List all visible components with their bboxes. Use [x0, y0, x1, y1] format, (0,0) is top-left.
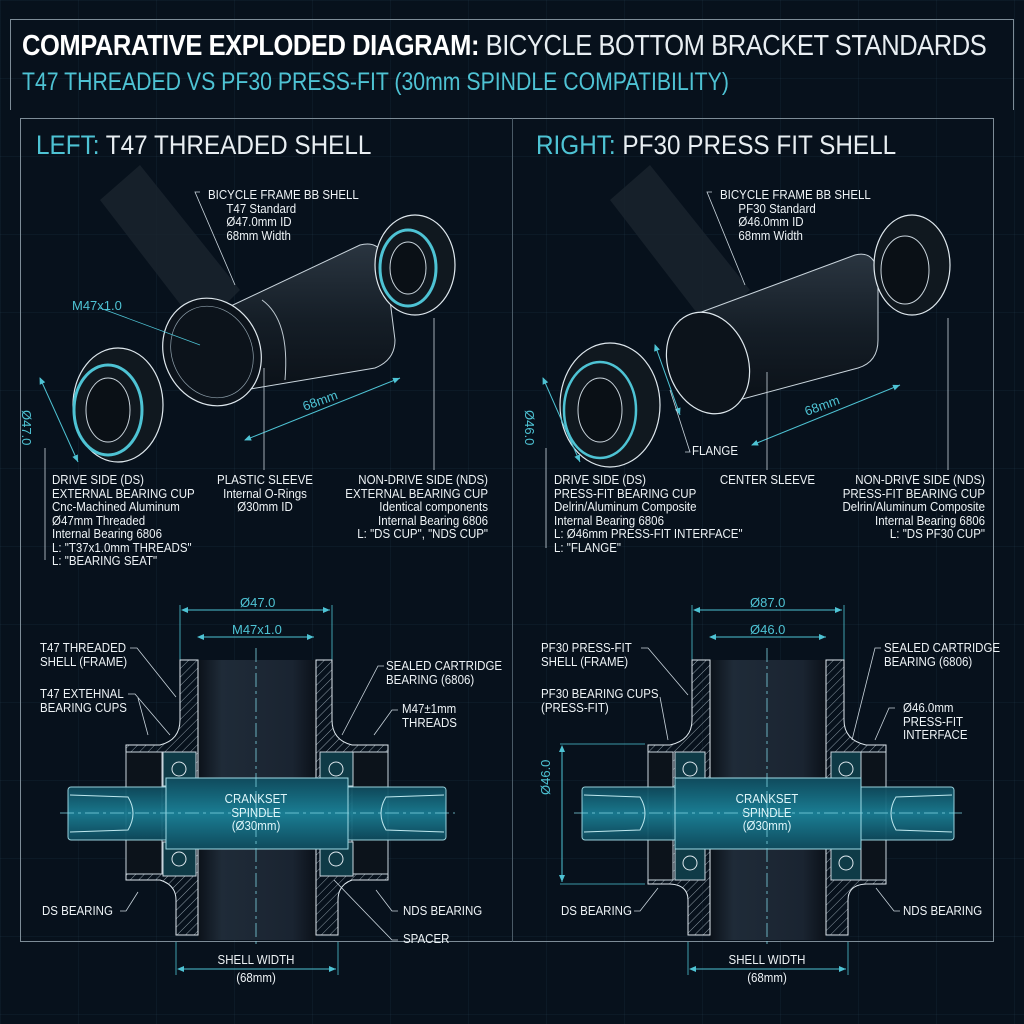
- right-flange-label: FLANGE: [692, 444, 739, 458]
- left-panel-frame: [20, 118, 513, 942]
- left-shell-label: BICYCLE FRAME BB SHELL T47 Standard Ø47.…: [208, 188, 359, 243]
- left-nds-bearing-label: NDS BEARING: [403, 904, 483, 918]
- right-nds-bearing-label: NDS BEARING: [903, 904, 983, 918]
- right-section-title: RIGHT: PF30 PRESS FIT SHELL: [536, 130, 897, 160]
- right-sleeve-label: CENTER SLEEVE: [719, 473, 816, 487]
- right-cups-callout: PF30 BEARING CUPS(PRESS-FIT): [541, 687, 659, 715]
- right-diameter-dim: Ø46.0: [522, 410, 537, 446]
- right-ds-cup-label: DRIVE SIDE (DS)PRESS-FIT BEARING CUP Del…: [554, 473, 743, 555]
- left-cross-section: [60, 605, 455, 975]
- left-inner-dim: M47x1.0: [232, 622, 282, 637]
- right-width-label: SHELL WIDTH(68mm): [728, 953, 806, 985]
- left-outer-dim: Ø47.0: [240, 595, 276, 610]
- title-frame: [10, 19, 1014, 110]
- right-inner-dim: Ø46.0: [750, 622, 786, 637]
- page-title: COMPARATIVE EXPLODED DIAGRAM: BICYCLE BO…: [22, 30, 987, 62]
- right-height-dim: Ø46.0: [538, 759, 553, 795]
- left-spacer-label: SPACER: [403, 932, 450, 946]
- right-ds-bearing-label: DS BEARING: [561, 904, 632, 918]
- left-thread-dim: M47x1.0: [72, 298, 122, 313]
- right-panel-frame: [512, 118, 994, 942]
- left-section-title: LEFT: T47 THREADED SHELL: [36, 130, 372, 160]
- left-nds-cup-label: NON-DRIVE SIDE (NDS)EXTERNAL BEARING CUP…: [345, 473, 488, 541]
- page-subtitle: T47 THREADED VS PF30 PRESS-FIT (30mm SPI…: [22, 68, 729, 96]
- left-width-label: SHELL WIDTH(68mm): [217, 953, 295, 985]
- right-outer-dim: Ø87.0: [750, 595, 786, 610]
- right-nds-cup-label: NON-DRIVE SIDE (NDS)PRESS-FIT BEARING CU…: [842, 473, 985, 541]
- right-shell-label: BICYCLE FRAME BB SHELL PF30 Standard Ø46…: [720, 188, 871, 243]
- right-exploded-view: [542, 165, 951, 548]
- left-exploded-view: [39, 165, 456, 560]
- right-cross-section: [559, 605, 962, 975]
- left-ds-bearing-label: DS BEARING: [42, 904, 113, 918]
- left-diameter-dim: Ø47.0: [19, 410, 34, 446]
- left-ds-cup-label: DRIVE SIDE (DS)EXTERNAL BEARING CUP Cnc-…: [52, 473, 195, 568]
